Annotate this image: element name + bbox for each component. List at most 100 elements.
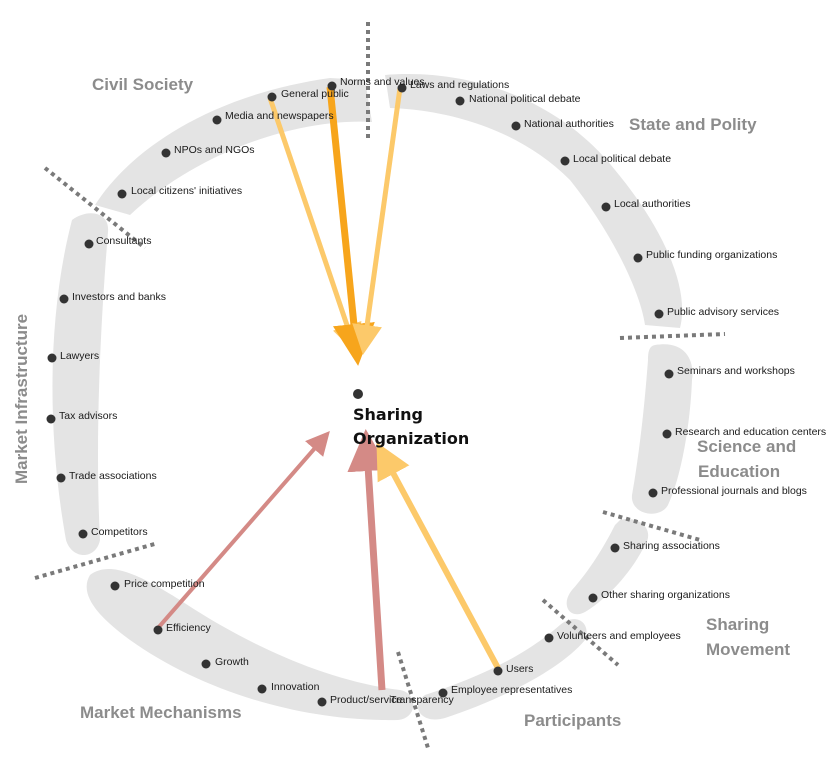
category-science-education-line2: Education <box>698 462 780 481</box>
node-dot-investors-banks <box>59 294 69 304</box>
node-dot-competitors <box>78 529 88 539</box>
node-label-local-authorities: Local authorities <box>614 198 690 210</box>
node-dot-local-citizens-initiatives <box>117 189 127 199</box>
node-dot-general-public <box>267 92 277 102</box>
node-dot-lawyers <box>47 353 57 363</box>
node-label-local-political-debate: Local political debate <box>573 153 671 165</box>
node-dot-users <box>493 666 503 676</box>
band-civil-society <box>95 78 372 215</box>
node-dot-professional-journals <box>648 488 658 498</box>
node-label-sharing-associations: Sharing associations <box>623 540 720 552</box>
separator-infra-mechanisms <box>34 541 159 580</box>
band-sharing-movement <box>566 519 649 615</box>
node-label-national-political-debate: National political debate <box>469 93 581 105</box>
node-dot-employee-representatives <box>438 688 448 698</box>
band-science-education <box>631 344 693 514</box>
node-dot-public-funding <box>633 253 643 263</box>
node-dot-trade-associations <box>56 473 66 483</box>
node-dot-public-advisory <box>654 309 664 319</box>
node-dot-consultants <box>84 239 94 249</box>
node-label-national-authorities: National authorities <box>524 118 614 130</box>
node-label-seminars-workshops: Seminars and workshops <box>677 365 795 377</box>
category-market-infrastructure: Market Infrastructure <box>12 314 31 484</box>
category-market-mechanisms: Market Mechanisms <box>80 703 242 722</box>
node-label-public-advisory: Public advisory services <box>667 306 779 318</box>
node-dot-seminars-workshops <box>664 369 674 379</box>
arrow-product-service <box>347 429 390 691</box>
node-label-consultants: Consultants <box>96 235 151 247</box>
node-dot-price-competition <box>110 581 120 591</box>
node-dot-sharing-associations <box>610 543 620 553</box>
node-dot-laws-regulations <box>397 83 407 93</box>
node-label-general-public: General public <box>281 88 349 100</box>
node-label-other-sharing-orgs: Other sharing organizations <box>601 589 730 601</box>
node-label-norms-values: Norms and values <box>340 76 425 88</box>
band-state-polity <box>385 74 683 328</box>
node-label-local-citizens-initiatives: Local citizens' initiatives <box>131 185 242 197</box>
arrows <box>156 86 501 691</box>
node-dot-npos-ngos <box>161 148 171 158</box>
node-label-tax-advisors: Tax advisors <box>59 410 117 422</box>
node-dot-national-authorities <box>511 121 521 131</box>
category-science-education-line1: Science and <box>697 437 796 456</box>
arrow-general-public <box>267 97 362 355</box>
node-label-efficiency: Efficiency <box>166 622 211 634</box>
category-labels: Civil Society State and Polity Market In… <box>12 75 796 730</box>
node-label-product-service: Product/service <box>330 694 403 706</box>
center-label-line1: Sharing <box>353 405 423 424</box>
ring-bands <box>52 74 693 721</box>
arrow-users <box>376 442 501 670</box>
arrow-norms-values <box>326 86 375 366</box>
node-label-trade-associations: Trade associations <box>69 470 157 482</box>
node-label-lawyers: Lawyers <box>60 350 99 362</box>
separator-state-science <box>619 332 726 340</box>
separator-sharing-participants <box>541 598 620 667</box>
node-dot-other-sharing-orgs <box>588 593 598 603</box>
category-sharing-movement-line1: Sharing <box>706 615 769 634</box>
node-dot-tax-advisors <box>46 414 56 424</box>
node-dot-innovation <box>257 684 267 694</box>
node-label-volunteers-employees: Volunteers and employees <box>557 630 681 642</box>
node-label-competitors: Competitors <box>91 526 148 538</box>
category-sharing-movement-line2: Movement <box>706 640 790 659</box>
arrow-efficiency <box>156 430 330 630</box>
node-dot-research-education <box>662 429 672 439</box>
center-node: Sharing Organization <box>353 389 469 448</box>
node-label-employee-representatives: Employee representatives <box>451 684 572 696</box>
node-label-price-competition: Price competition <box>124 578 205 590</box>
node-label-transparency: Transparency <box>390 694 455 706</box>
node-labels: Norms and values General public Laws and… <box>59 76 826 706</box>
node-label-professional-journals: Professional journals and blogs <box>661 485 807 497</box>
band-market-infrastructure <box>52 213 109 555</box>
separator-participants-mechanisms <box>396 651 430 749</box>
category-state-polity: State and Polity <box>629 115 757 134</box>
node-dot-local-authorities <box>601 202 611 212</box>
node-dot-growth <box>201 659 211 669</box>
category-participants: Participants <box>524 711 621 730</box>
node-label-research-education: Research and education centers <box>675 426 826 438</box>
center-label-line2: Organization <box>353 429 469 448</box>
arrow-laws-regulations <box>352 87 403 355</box>
node-dot-efficiency <box>153 625 163 635</box>
separator-civil-market-infra <box>43 166 147 250</box>
node-dot-national-political-debate <box>455 96 465 106</box>
node-dot-media-newspapers <box>212 115 222 125</box>
band-market-mechanisms <box>86 569 414 721</box>
node-dot-volunteers-employees <box>544 633 554 643</box>
node-label-public-funding: Public funding organizations <box>646 249 777 261</box>
node-label-users: Users <box>506 663 533 675</box>
node-label-innovation: Innovation <box>271 681 320 693</box>
node-label-media-newspapers: Media and newspapers <box>225 110 334 122</box>
node-label-laws-regulations: Laws and regulations <box>410 79 509 91</box>
node-label-npos-ngos: NPOs and NGOs <box>174 144 255 156</box>
separators <box>34 22 726 749</box>
node-dots <box>46 81 674 707</box>
node-label-investors-banks: Investors and banks <box>72 291 166 303</box>
node-dot-norms-values <box>327 81 337 91</box>
center-dot <box>353 389 363 399</box>
node-dot-local-political-debate <box>560 156 570 166</box>
node-label-growth: Growth <box>215 656 249 668</box>
node-dot-product-service <box>317 697 327 707</box>
